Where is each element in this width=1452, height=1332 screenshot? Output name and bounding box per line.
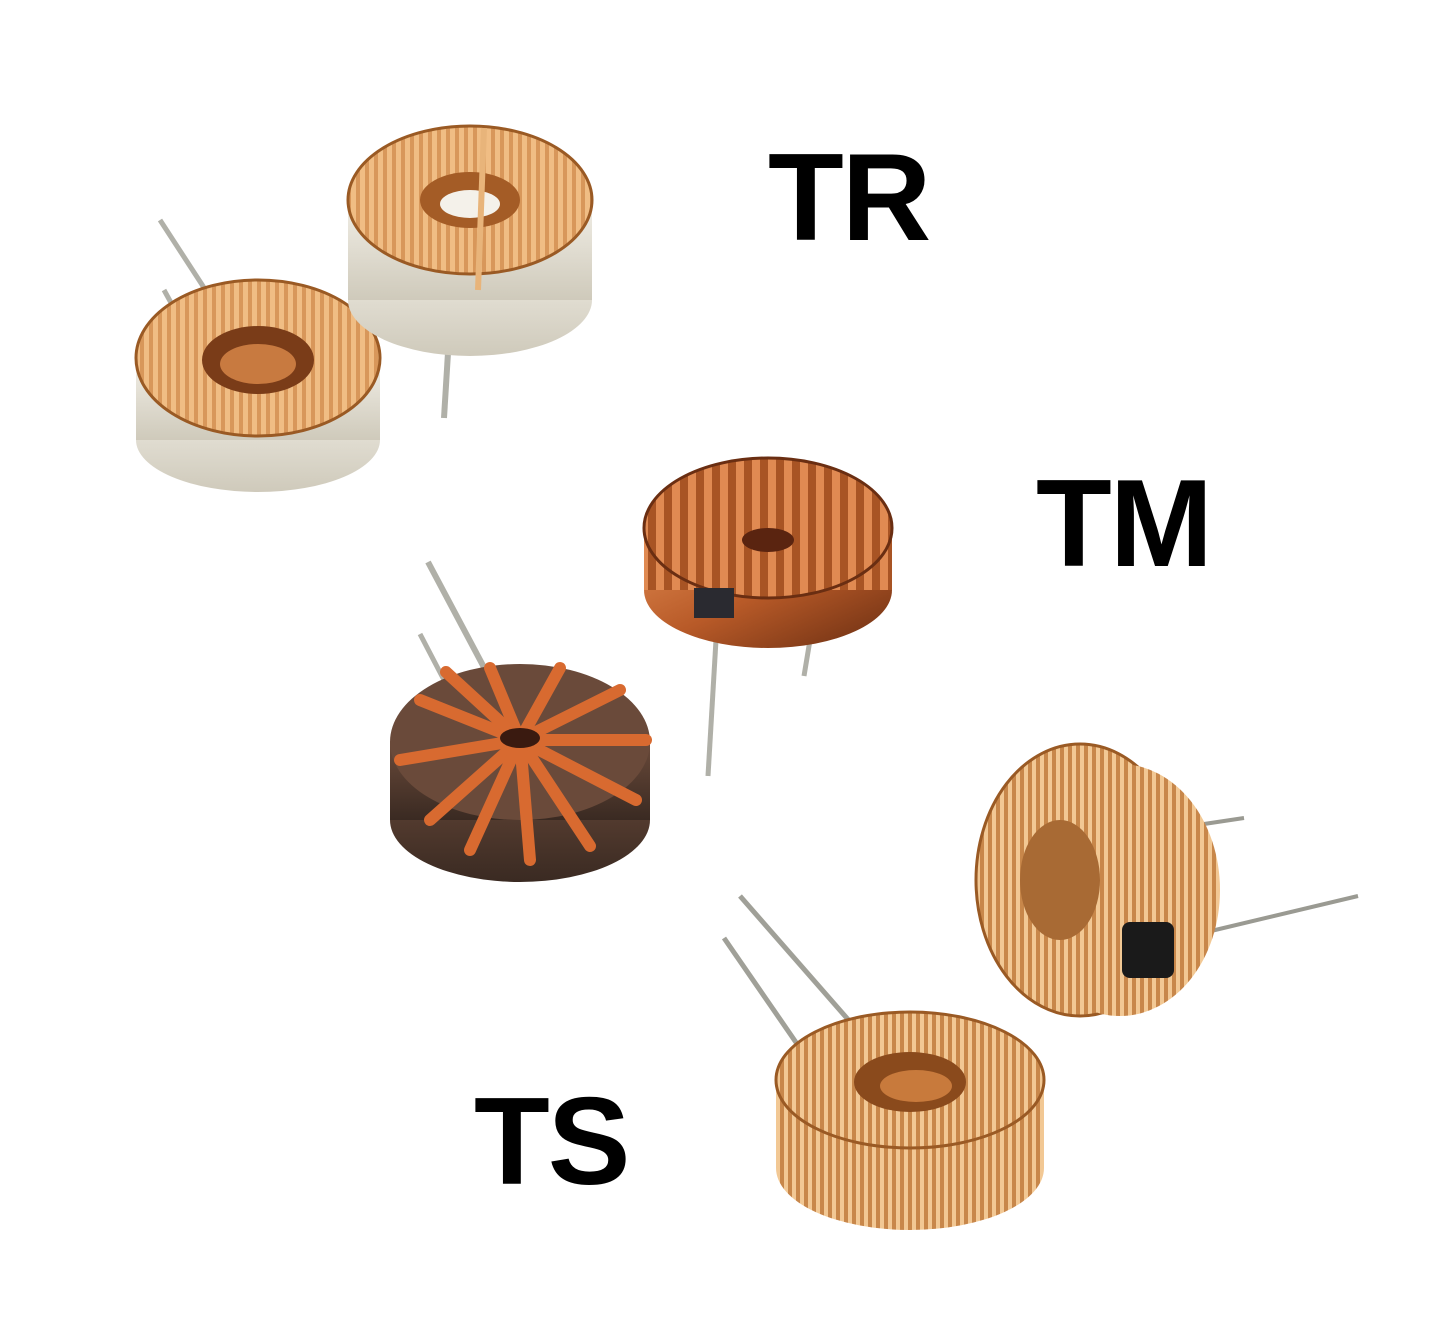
tm-inductor-lower [390,560,652,882]
ts-inductor-flat [721,894,1046,1230]
ts-inductor-upright [974,742,1359,1018]
tr-inductor-left [134,218,382,492]
tm-inductor-upper [642,456,894,777]
tr-inductor-right [346,124,594,419]
label-tr: TR [768,129,931,267]
label-ts: TS [474,1073,630,1211]
label-tm: TM [1036,455,1213,593]
